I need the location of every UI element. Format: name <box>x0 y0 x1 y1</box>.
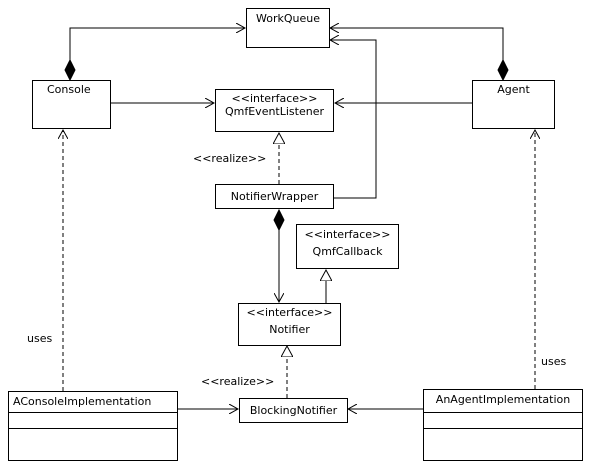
anagentimplementation-operations <box>424 429 582 460</box>
qmfcallback-interface[interactable]: <<interface>> QmfCallback <box>296 224 399 269</box>
qmfcallback-name: QmfCallback <box>312 245 383 258</box>
notifier-name: Notifier <box>269 323 310 336</box>
blockingnotifier-name: BlockingNotifier <box>249 404 338 417</box>
composition-diamond-icon <box>497 58 509 82</box>
console-class[interactable]: Console <box>32 80 111 129</box>
realize-label-top: <<realize>> <box>193 152 267 165</box>
anagentimplementation-class[interactable]: AnAgentImplementation <box>423 389 583 461</box>
realize-label-bottom: <<realize>> <box>201 375 275 388</box>
notifier-interface[interactable]: <<interface>> Notifier <box>238 303 341 346</box>
anagentimplementation-attributes <box>424 413 582 429</box>
anagentimplementation-name: AnAgentImplementation <box>435 393 571 406</box>
uses-label-right: uses <box>541 355 567 368</box>
aconsoleimplementation-class[interactable]: AConsoleImplementation <box>8 391 178 461</box>
agent-workqueue-composition <box>330 28 509 82</box>
notifierwrapper-class[interactable]: NotifierWrapper <box>215 184 334 209</box>
workqueue-class[interactable]: WorkQueue <box>246 8 330 48</box>
console-name: Console <box>47 83 91 96</box>
notifierwrapper-name: NotifierWrapper <box>230 190 319 203</box>
uses-label-left: uses <box>27 332 53 345</box>
composition-diamond-icon <box>273 208 285 232</box>
composition-diamond-icon <box>64 58 76 82</box>
qmfeventlistener-interface[interactable]: <<interface>> QmfEventListener <box>215 89 334 132</box>
agent-name: Agent <box>497 83 530 96</box>
console-workqueue-composition <box>64 28 245 82</box>
qmfcallback-stereotype: <<interface>> <box>304 228 391 241</box>
qmfeventlistener-name: QmfEventListener <box>224 105 325 118</box>
aconsoleimplementation-attributes <box>9 413 177 429</box>
agent-class[interactable]: Agent <box>472 80 555 129</box>
aconsoleimplementation-operations <box>9 429 177 460</box>
notifierwrapper-notifier-composition <box>273 208 285 302</box>
aconsoleimplementation-name: AConsoleImplementation <box>13 395 152 408</box>
workqueue-name: WorkQueue <box>256 12 320 25</box>
notifier-stereotype: <<interface>> <box>246 306 333 319</box>
qmfeventlistener-stereotype: <<interface>> <box>231 92 318 105</box>
blockingnotifier-class[interactable]: BlockingNotifier <box>239 398 348 423</box>
notifierwrapper-to-workqueue <box>330 40 377 199</box>
